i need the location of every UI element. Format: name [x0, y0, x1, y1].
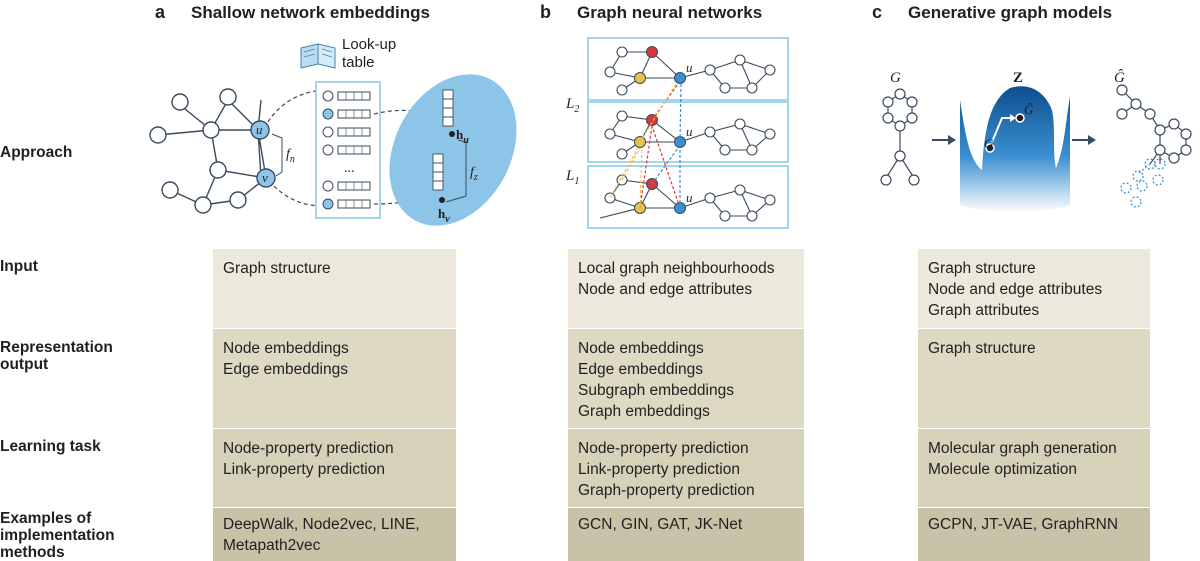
row-label-line: Examples of [0, 510, 92, 527]
cell-line: Node and edge attributes [928, 281, 1103, 298]
cell-output-a: Node embeddings Edge embeddings [213, 329, 456, 428]
cell-line: Metapath2vec [223, 537, 321, 554]
node-u-label: u [686, 190, 693, 205]
cell-input-c: Graph structure Node and edge attributes… [918, 249, 1150, 328]
arrow-right-icon [932, 135, 956, 145]
cell-line: Node-property prediction [223, 440, 394, 457]
cell-line: Graph structure [928, 260, 1036, 277]
arrow-right-icon [1072, 135, 1096, 145]
cell-line: GCPN, JT-VAE, GraphRNN [928, 516, 1119, 533]
node-u [250, 120, 270, 140]
cell-line: Node embeddings [578, 340, 704, 357]
column-title: Generative graph models [908, 3, 1113, 22]
gnn-diagram: L2 L1 u u [565, 37, 789, 229]
cell-task-b: Node-property prediction Link-property p… [568, 429, 804, 507]
layer-1-label: L1 [565, 168, 579, 187]
cell-line: Graph-property prediction [578, 482, 755, 499]
latent-landscape [960, 86, 1070, 213]
latent-g-label: G [984, 136, 994, 151]
embedding-space [389, 74, 517, 226]
cell-line: Graph attributes [928, 302, 1040, 319]
cell-examples-c: GCPN, JT-VAE, GraphRNN [918, 508, 1150, 561]
cell-line: Edge embeddings [578, 361, 703, 378]
f-z-label: fz [470, 165, 478, 183]
cell-line: Link-property prediction [223, 461, 385, 478]
cell-line: Local graph neighbourhoods [578, 260, 775, 277]
row-label-line: methods [0, 544, 65, 561]
cell-line: Graph structure [223, 260, 331, 277]
generated-nodes-dashed [1120, 158, 1166, 208]
f-n-label: fn [286, 147, 295, 165]
column-header-b: b Graph neural networks [540, 2, 762, 23]
row-label-task: Learning task [0, 438, 101, 455]
node-u-label: u [686, 124, 693, 139]
graph-nodes [149, 88, 247, 214]
message-arrows [609, 83, 682, 209]
embedding-vector-v [432, 153, 444, 191]
cell-line: Node-property prediction [578, 440, 749, 457]
cell-task-a: Node-property prediction Link-property p… [213, 429, 456, 507]
cell-line: Graph embeddings [578, 403, 710, 420]
shallow-embedding-diagram: Look-up table u v fn [149, 36, 517, 226]
h-v-label: hv [438, 206, 450, 225]
cell-line: DeepWalk, Node2vec, LINE, [223, 516, 420, 533]
latent-z-label: Z [1013, 70, 1023, 86]
node-u-label: u [256, 122, 263, 137]
cell-line: Node and edge attributes [578, 281, 753, 298]
column-letter: a [155, 2, 166, 22]
cell-examples-a: DeepWalk, Node2vec, LINE, Metapath2vec [213, 508, 456, 561]
h-u-label: hu [456, 127, 469, 146]
cell-examples-b: GCN, GIN, GAT, JK-Net [568, 508, 804, 561]
latent-g-hat-label: Ĝ [1024, 102, 1034, 117]
cell-task-c: Molecular graph generation Molecule opti… [918, 429, 1150, 507]
node-v-label: v [262, 170, 268, 185]
row-label-approach: Approach [0, 144, 73, 161]
book-icon [300, 43, 336, 69]
column-title: Graph neural networks [577, 3, 763, 22]
node-v [256, 168, 276, 188]
graph-g-hat-label: Ĝ [1114, 69, 1125, 86]
embedding-vector-u [442, 89, 454, 127]
column-letter: c [872, 2, 883, 22]
column-letter: b [540, 2, 551, 22]
node-u-label: u [686, 60, 693, 75]
cell-output-b: Node embeddings Edge embeddings Subgraph… [568, 329, 804, 428]
row-label-line: implementation [0, 527, 115, 544]
cell-line: Link-property prediction [578, 461, 740, 478]
cell-input-a: Graph structure [213, 249, 456, 328]
cell-output-c: Graph structure [918, 329, 1150, 428]
row-label-input: Input [0, 258, 38, 275]
graph-g-label: G [890, 70, 901, 86]
cell-input-b: Local graph neighbourhoods Node and edge… [568, 249, 804, 328]
column-header-a: a Shallow network embeddings [155, 2, 430, 23]
row-label-output: Representation output [0, 339, 113, 373]
cell-line: Edge embeddings [223, 361, 348, 378]
cell-line: Molecular graph generation [928, 440, 1117, 457]
layer-2-label: L2 [565, 96, 579, 115]
generative-diagram: G Z Ĝ G Ĝ [880, 69, 1192, 213]
column-header-c: c Generative graph models [872, 2, 1112, 23]
column-title: Shallow network embeddings [191, 3, 430, 22]
cell-line: GCN, GIN, GAT, JK-Net [578, 516, 743, 533]
lookup-label: table [342, 54, 375, 71]
lookup-label: Look-up [342, 36, 396, 53]
cell-line: Graph structure [928, 340, 1036, 357]
cell-line: Node embeddings [223, 340, 349, 357]
row-label-line: Representation [0, 339, 113, 356]
lookup-ellipsis: ... [344, 161, 355, 176]
row-label-examples: Examples of implementation methods [0, 510, 115, 561]
cell-line: Molecule optimization [928, 461, 1078, 478]
cell-line: Subgraph embeddings [578, 382, 734, 399]
row-label-line: output [0, 356, 49, 373]
